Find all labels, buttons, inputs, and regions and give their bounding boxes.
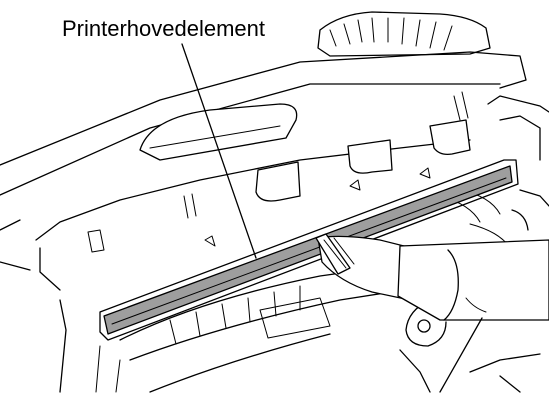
print-head-element-label: Printerhovedelement [62,16,266,41]
print-head-element [99,159,519,341]
right-mechanism [399,95,549,393]
callout-line-cleaning-pen [439,317,483,393]
callout-line-print-head [181,43,257,259]
open-cover [0,51,527,393]
cleaning-pen [315,233,549,321]
top-lever [317,11,491,57]
